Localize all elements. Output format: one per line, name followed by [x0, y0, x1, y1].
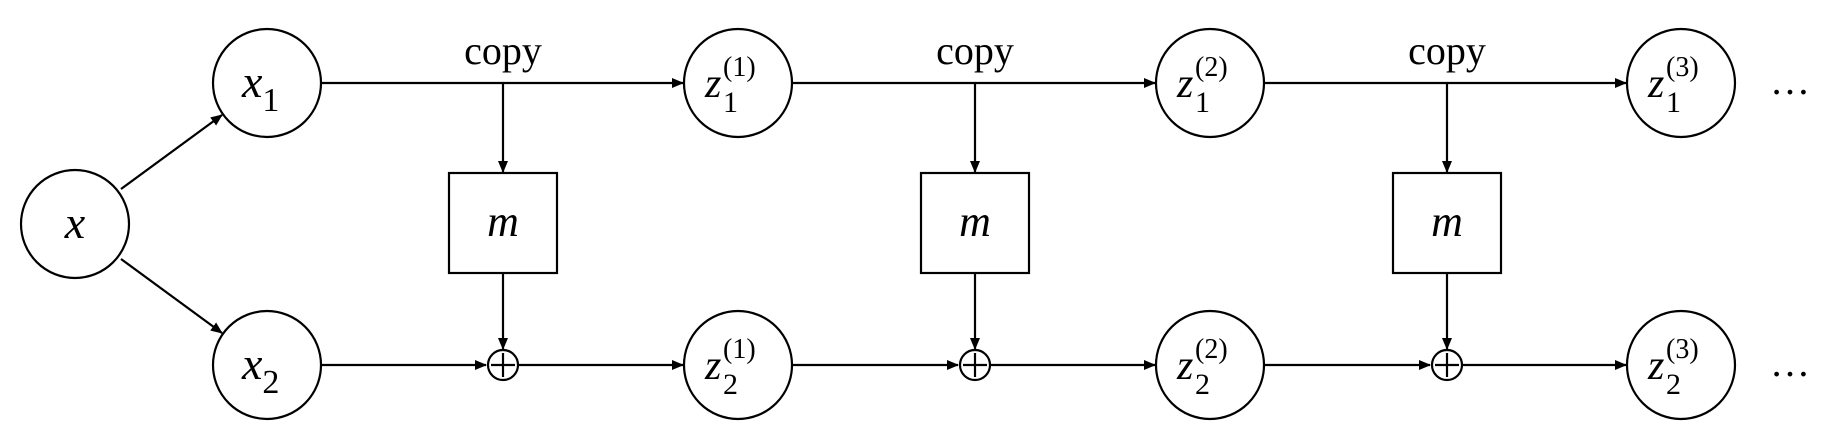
node-z2-stage3-sup: (3) — [1666, 334, 1699, 365]
adder-1 — [486, 348, 520, 382]
node-x: x — [19, 168, 131, 280]
copy-label-3: copy — [1408, 28, 1486, 73]
node-z1-stage2-sub: 1 — [1195, 86, 1210, 119]
node-z2-stage1-sup: (1) — [723, 334, 756, 365]
node-z2-stage2-var: z — [1176, 343, 1193, 389]
node-x2: x2 — [211, 309, 323, 421]
copy-label-1: copy — [464, 28, 542, 73]
node-z2-stage2-sup: (2) — [1195, 334, 1228, 365]
node-x1: x1 — [211, 27, 323, 139]
node-z2-stage2-sub: 2 — [1195, 368, 1210, 401]
m-blocks: m m m — [447, 171, 1503, 275]
node-z2-stage3-sub: 2 — [1666, 368, 1681, 401]
edge-x-to-x1 — [120, 114, 223, 190]
m-block-3 — [1391, 171, 1503, 275]
node-z1-stage3-sub: 1 — [1666, 86, 1681, 119]
m-block-3-label: m — [1431, 197, 1463, 246]
copy-label-2: copy — [936, 28, 1014, 73]
node-z1-stage2-var: z — [1176, 61, 1193, 107]
node-z1-stage3: z (3) 1 — [1625, 27, 1737, 139]
node-z2-stage1-sub: 2 — [723, 368, 738, 401]
m-block-2 — [919, 171, 1031, 275]
node-z1-stage1-var: z — [704, 61, 721, 107]
node-x-label: x — [64, 197, 86, 248]
edge-x-to-x2 — [120, 258, 223, 334]
node-z2-stage1: z (1) 2 — [682, 309, 794, 421]
node-z2-stage3-var: z — [1647, 343, 1664, 389]
node-z1-stage2-sup: (2) — [1195, 52, 1228, 83]
svg-text:x2: x2 — [241, 338, 279, 401]
m-block-1 — [447, 171, 559, 275]
adder-2 — [958, 348, 992, 382]
node-z1-stage1-sup: (1) — [723, 52, 756, 83]
node-x2-sub: 2 — [262, 364, 279, 401]
node-z1-stage2: z (2) 1 — [1154, 27, 1266, 139]
copy-labels: copy copy copy — [464, 28, 1486, 73]
node-z1-stage3-sup: (3) — [1666, 52, 1699, 83]
node-z1-stage1-sub: 1 — [723, 86, 738, 119]
node-x2-var: x — [241, 338, 263, 389]
node-z1-stage3-var: z — [1647, 61, 1664, 107]
node-z2-stage3: z (3) 2 — [1625, 309, 1737, 421]
m-block-1-label: m — [487, 197, 519, 246]
ellipsis-top: … — [1770, 58, 1810, 103]
node-x1-var: x — [241, 56, 263, 107]
svg-text:x1: x1 — [241, 56, 279, 119]
edges — [120, 78, 1627, 370]
m-block-2-label: m — [959, 197, 991, 246]
node-z2-stage1-var: z — [704, 343, 721, 389]
adder-3 — [1430, 348, 1464, 382]
node-x1-sub: 1 — [262, 82, 279, 119]
node-z1-stage1: z (1) 1 — [682, 27, 794, 139]
adders — [486, 348, 1464, 382]
node-z2-stage2: z (2) 2 — [1154, 309, 1266, 421]
ellipsis-bottom: … — [1770, 340, 1810, 385]
